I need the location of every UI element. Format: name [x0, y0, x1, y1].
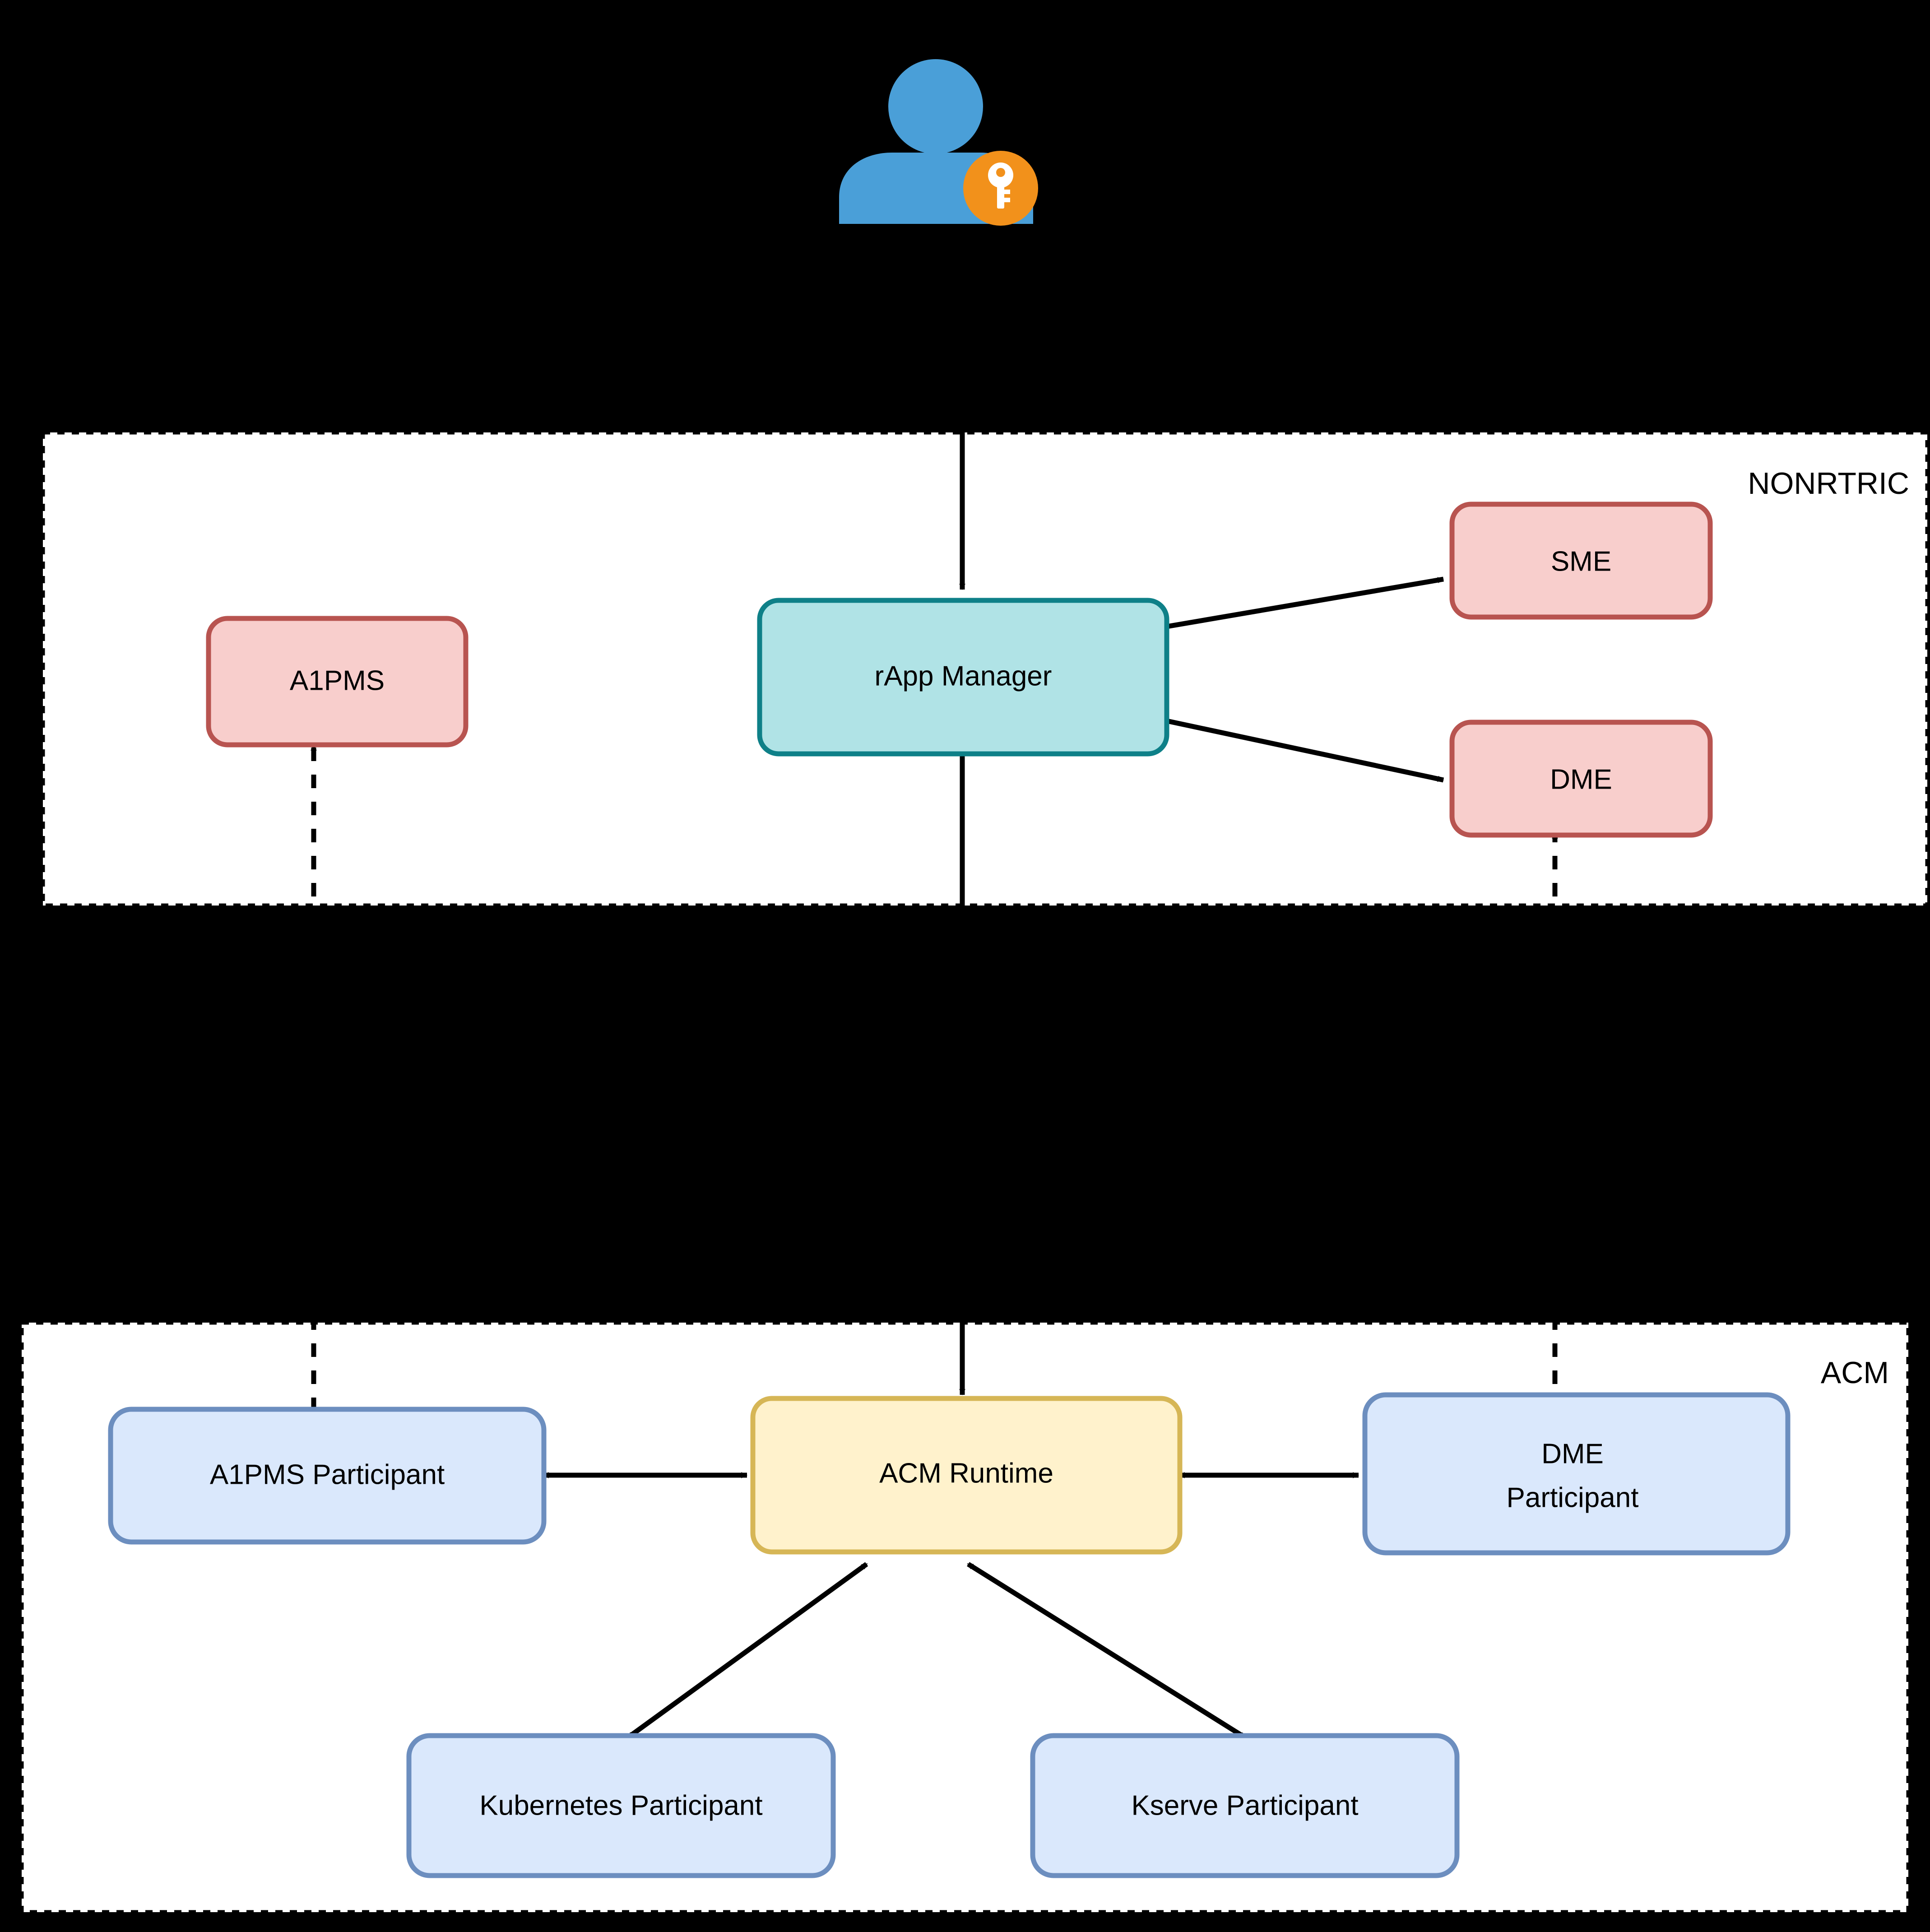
node-kubernetes-participant[interactable]: Kubernetes Participant: [406, 1733, 836, 1878]
node-dme-shape[interactable]: [1449, 720, 1713, 838]
node-acm-runtime-shape[interactable]: [750, 1396, 1183, 1555]
key-glyph: [988, 163, 1013, 209]
node-rapp-manager[interactable]: rApp Manager: [757, 598, 1169, 757]
node-dme[interactable]: DME: [1449, 720, 1713, 838]
edge-rapp-manager-to-sme: [1166, 576, 1444, 629]
node-kserve-participant-shape[interactable]: [1030, 1733, 1460, 1878]
group-label-nonrtric: NONRTRIC: [1748, 466, 1909, 501]
node-a1pms-shape[interactable]: [206, 616, 469, 748]
edge-rapp-manager-to-dme: [1166, 718, 1444, 783]
node-a1pms-label: A1PMS: [290, 665, 385, 696]
node-acm-runtime-label: ACM Runtime: [879, 1458, 1053, 1489]
node-dme-participant-label-line1: DME: [1541, 1438, 1604, 1469]
node-a1pms[interactable]: A1PMS: [206, 616, 469, 748]
node-dme-participant-shape[interactable]: [1362, 1392, 1791, 1556]
node-rapp-manager-shape[interactable]: [757, 598, 1169, 757]
edge-acm-runtime-kserve-participant: [967, 1562, 1247, 1740]
node-dme-label: DME: [1550, 764, 1612, 795]
node-sme[interactable]: SME: [1449, 502, 1713, 620]
user-key-icon: [839, 59, 1038, 226]
node-kserve-participant[interactable]: Kserve Participant: [1030, 1733, 1460, 1878]
node-kubernetes-participant-label: Kubernetes Participant: [479, 1790, 762, 1821]
node-rapp-manager-label: rApp Manager: [875, 660, 1052, 692]
node-acm-runtime[interactable]: ACM Runtime: [750, 1396, 1183, 1555]
node-kserve-participant-label: Kserve Participant: [1131, 1790, 1358, 1821]
edge-acm-runtime-kubernetes-participant: [626, 1562, 868, 1740]
node-a1pms-participant[interactable]: A1PMS Participant: [108, 1407, 547, 1545]
user-head: [888, 59, 983, 154]
group-label-acm: ACM: [1821, 1356, 1889, 1390]
node-dme-participant-label-line2: Participant: [1507, 1482, 1639, 1513]
node-sme-shape[interactable]: [1449, 502, 1713, 620]
node-kubernetes-participant-shape[interactable]: [406, 1733, 836, 1878]
node-a1pms-participant-shape[interactable]: [108, 1407, 547, 1545]
node-a1pms-participant-label: A1PMS Participant: [210, 1459, 445, 1490]
node-sme-label: SME: [1551, 546, 1611, 577]
node-dme-participant[interactable]: DME Participant: [1362, 1392, 1791, 1556]
